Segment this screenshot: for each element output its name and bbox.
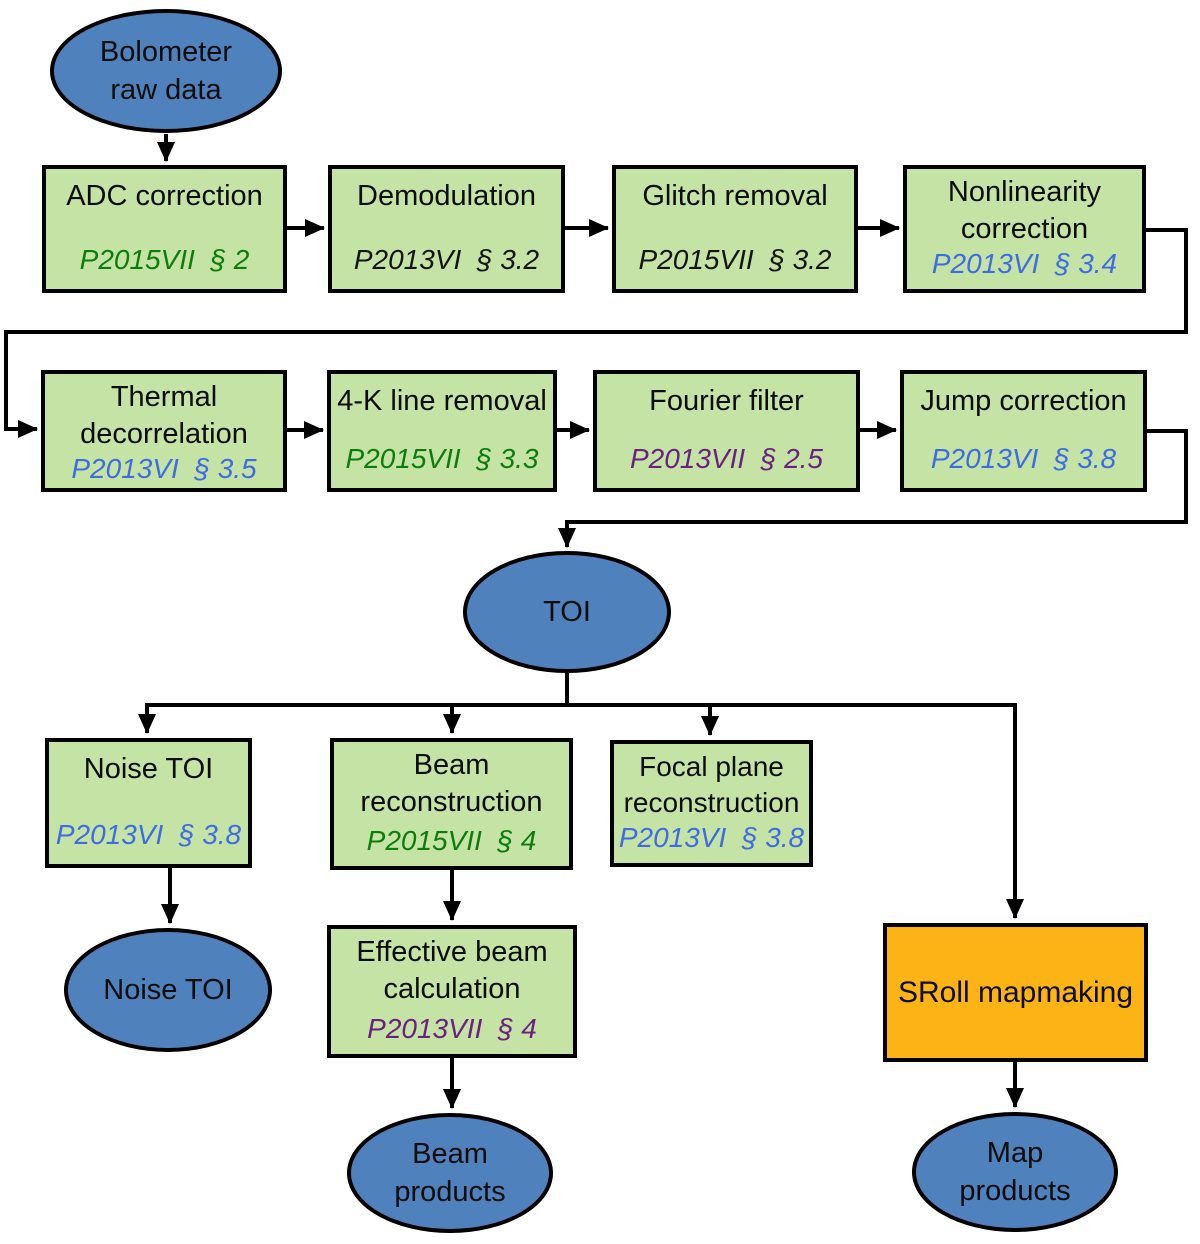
node-beam-products: Beam products (347, 1113, 553, 1233)
node-paper-ref: P2015VII § 3.2 (638, 244, 832, 275)
node-noise-toi-ellipse: Noise TOI (64, 928, 272, 1052)
node-sroll-mapmaking: SRoll mapmaking (883, 923, 1148, 1062)
node-bolometer-raw-data: Bolometer raw data (50, 9, 282, 133)
node-paper-ref: P2015VII § 2 (79, 244, 250, 275)
node-title: Fourier filter (649, 385, 804, 417)
node-label: Noise TOI (103, 974, 233, 1006)
node-label: Beam products (394, 1138, 506, 1208)
node-beam-reconstruction: Beam reconstruction P2015VII § 4 (330, 738, 573, 870)
node-fourier-filter: Fourier filter P2013VII § 2.5 (593, 370, 860, 492)
node-glitch-removal: Glitch removal P2015VII § 3.2 (612, 165, 858, 293)
node-nonlinearity-correction: Nonlinearity correction P2013VI § 3.4 (903, 165, 1146, 293)
node-title: Nonlinearity correction (947, 176, 1102, 245)
node-label: Map products (959, 1137, 1071, 1207)
node-noise-toi-box: Noise TOI P2013VI § 3.8 (45, 738, 252, 868)
node-label: TOI (543, 596, 591, 628)
node-title: SRoll mapmaking (897, 976, 1134, 1009)
node-title: Glitch removal (642, 180, 828, 212)
node-title: Beam reconstruction (360, 749, 543, 818)
node-paper-ref: P2013VI § 3.4 (931, 248, 1118, 279)
node-paper-ref: P2013VI § 3.5 (71, 453, 257, 484)
node-title: Focal plane reconstruction (623, 751, 800, 818)
node-map-products: Map products (912, 1112, 1118, 1232)
node-toi: TOI (463, 551, 671, 673)
connector-jump-toi-wrap (558, 429, 1188, 548)
node-thermal-decorrelation: Thermal decorrelation P2013VI § 3.5 (41, 370, 287, 492)
node-title: Effective beam calculation (356, 936, 548, 1005)
connector-nonlinearity-thermal-wrap (4, 228, 1188, 438)
node-paper-ref: P2015VII § 4 (366, 825, 537, 856)
node-adc-correction: ADC correction P2015VII § 2 (42, 165, 287, 293)
node-paper-ref: P2013VI § 3.8 (55, 819, 242, 850)
node-paper-ref: P2013VII § 2.5 (629, 443, 824, 474)
node-paper-ref: P2013VI § 3.2 (353, 244, 540, 275)
node-paper-ref: P2013VI § 3.8 (618, 822, 805, 853)
node-jump-correction: Jump correction P2013VI § 3.8 (900, 370, 1147, 492)
node-paper-ref: P2013VII § 4 (367, 1013, 537, 1044)
node-demodulation: Demodulation P2013VI § 3.2 (328, 165, 565, 293)
node-title: Thermal decorrelation (80, 381, 248, 450)
node-title: ADC correction (66, 180, 263, 212)
node-title: 4-K line removal (337, 385, 547, 417)
node-focal-plane-reconstruction: Focal plane reconstruction P2013VI § 3.8 (610, 740, 813, 867)
node-paper-ref: P2015VII § 3.3 (345, 443, 539, 474)
node-effective-beam-calculation: Effective beam calculation P2013VII § 4 (327, 925, 577, 1058)
node-paper-ref: P2013VI § 3.8 (930, 443, 1117, 474)
node-title: Demodulation (357, 180, 536, 212)
node-title: Jump correction (920, 385, 1127, 417)
node-label: Bolometer raw data (99, 36, 233, 106)
node-4k-line-removal: 4-K line removal P2015VII § 3.3 (327, 370, 557, 492)
node-title: Noise TOI (83, 753, 214, 785)
